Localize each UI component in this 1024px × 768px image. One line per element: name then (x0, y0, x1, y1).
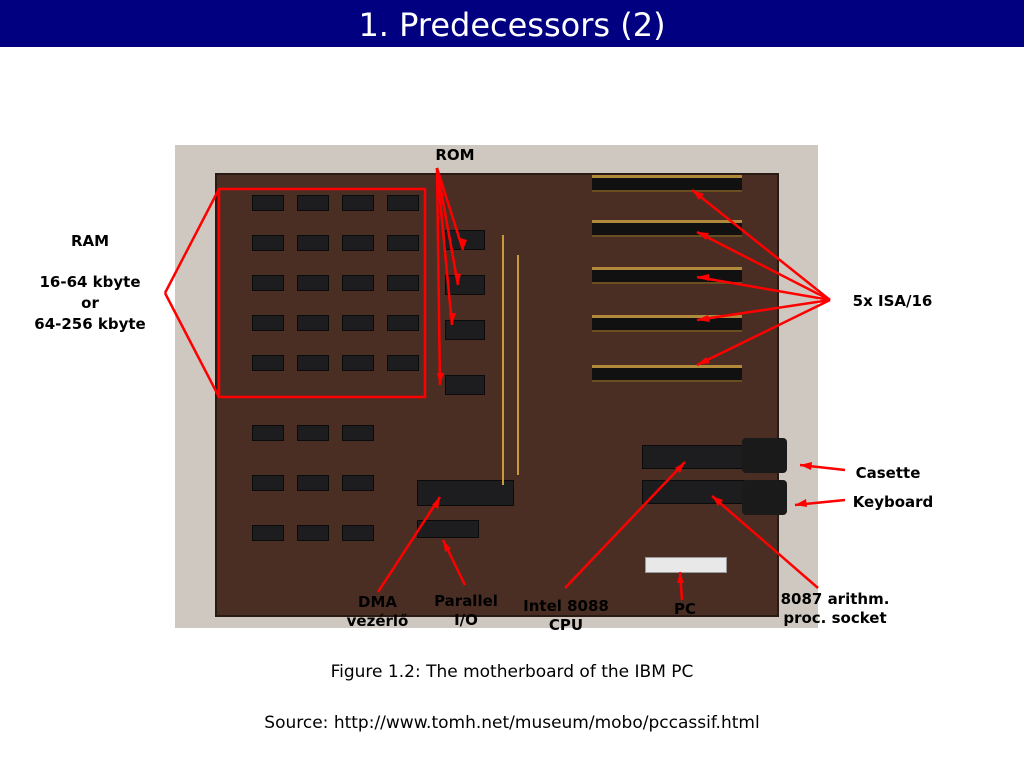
ram-chip (252, 195, 284, 211)
ram-title-label: RAM (70, 232, 110, 250)
ram-chip (387, 275, 419, 291)
arrowhead-icon (677, 572, 684, 583)
arrowhead-icon (795, 499, 807, 507)
ram-bracket-top (163, 188, 221, 294)
ram-size-label-1: 16-64 kbyte (39, 273, 141, 291)
arrowhead-icon (460, 238, 467, 250)
motherboard-photo (175, 145, 818, 628)
logic-chip (252, 525, 284, 541)
source-caption: Source: http://www.tomh.net/museum/mobo/… (264, 713, 760, 733)
arrowhead-icon (692, 190, 704, 200)
arrowhead-icon (697, 274, 709, 281)
ram-chip (387, 195, 419, 211)
ram-chip (342, 315, 374, 331)
ram-size-label-2: 64-256 kbyte (34, 315, 146, 333)
logic-chip (252, 475, 284, 491)
keyboard-connector (742, 480, 787, 515)
isa-slot (592, 365, 742, 382)
isa-arrow (696, 230, 831, 302)
arrowhead-icon (697, 315, 710, 322)
jumper-wire (502, 235, 504, 485)
arrowhead-icon (697, 357, 710, 365)
logic-chip (297, 425, 329, 441)
arrowhead-icon (675, 462, 685, 473)
ram-chip (342, 235, 374, 251)
ram-chip (297, 235, 329, 251)
ram-chip (297, 315, 329, 331)
ram-chip (252, 235, 284, 251)
arrowhead-icon (449, 313, 456, 325)
rom-chip (445, 275, 485, 295)
cpu-label: Intel 8088 CPU (523, 597, 609, 634)
dma-label: DMA vezérlő (346, 593, 409, 630)
isa-label: 5x ISA/16 (852, 292, 933, 310)
rom-arrow (435, 167, 465, 251)
isa-slot (592, 267, 742, 284)
casette-label: Casette (855, 464, 921, 482)
logic-chip (297, 475, 329, 491)
parallel-io-chip (417, 520, 479, 538)
rom-label: ROM (435, 146, 475, 164)
arrowhead-icon (437, 373, 444, 385)
arrowhead-icon (454, 273, 461, 285)
ram-chip (342, 275, 374, 291)
logic-chip (297, 525, 329, 541)
parallel-io-label: Parallel I/O (434, 592, 498, 629)
fpu-arrow (711, 495, 819, 589)
ram-chip (297, 195, 329, 211)
isa-arrow (696, 298, 831, 367)
isa-arrow (696, 298, 831, 322)
ram-chip (387, 355, 419, 371)
ram-highlight-box (217, 187, 427, 399)
power-connector (645, 557, 727, 573)
logic-chip (342, 475, 374, 491)
arrowhead-icon (443, 540, 451, 552)
ram-chip (297, 275, 329, 291)
motherboard-pcb (215, 173, 787, 617)
ram-chip (252, 275, 284, 291)
ram-chip (387, 235, 419, 251)
casette-connector (742, 438, 787, 473)
logic-chip (342, 425, 374, 441)
jumper-wire (517, 255, 519, 475)
logic-chip (342, 525, 374, 541)
rom-chip (445, 375, 485, 395)
rom-arrow (435, 167, 442, 386)
rom-arrow (435, 167, 454, 326)
arrowhead-icon (800, 462, 812, 470)
keyboard-label: Keyboard (852, 493, 934, 511)
ram-chip (252, 315, 284, 331)
ram-chip (342, 355, 374, 371)
arrowhead-icon (432, 497, 440, 509)
fpu-socket (642, 480, 744, 504)
rom-chip (445, 320, 485, 340)
arrowhead-icon (712, 496, 723, 506)
slide-title: 1. Predecessors (2) (0, 0, 1024, 47)
figure-caption: Figure 1.2: The motherboard of the IBM P… (330, 662, 694, 682)
ram-chip (252, 355, 284, 371)
ram-bracket-bottom (163, 292, 221, 398)
isa-slot (592, 175, 742, 192)
ram-chip (387, 315, 419, 331)
cpu-arrow (564, 461, 686, 589)
ram-chip (342, 195, 374, 211)
isa-arrow (691, 189, 831, 301)
isa-arrow (696, 275, 831, 302)
ram-chip (297, 355, 329, 371)
dma-chip (417, 480, 514, 506)
pc-label: PC (673, 600, 696, 618)
fpu-socket-label: 8087 arithm. proc. socket (780, 590, 890, 627)
arrowhead-icon (697, 232, 709, 240)
dma-arrow (376, 496, 442, 593)
ram-or-label: or (81, 294, 99, 312)
rom-arrow (435, 167, 460, 286)
logic-chip (252, 425, 284, 441)
